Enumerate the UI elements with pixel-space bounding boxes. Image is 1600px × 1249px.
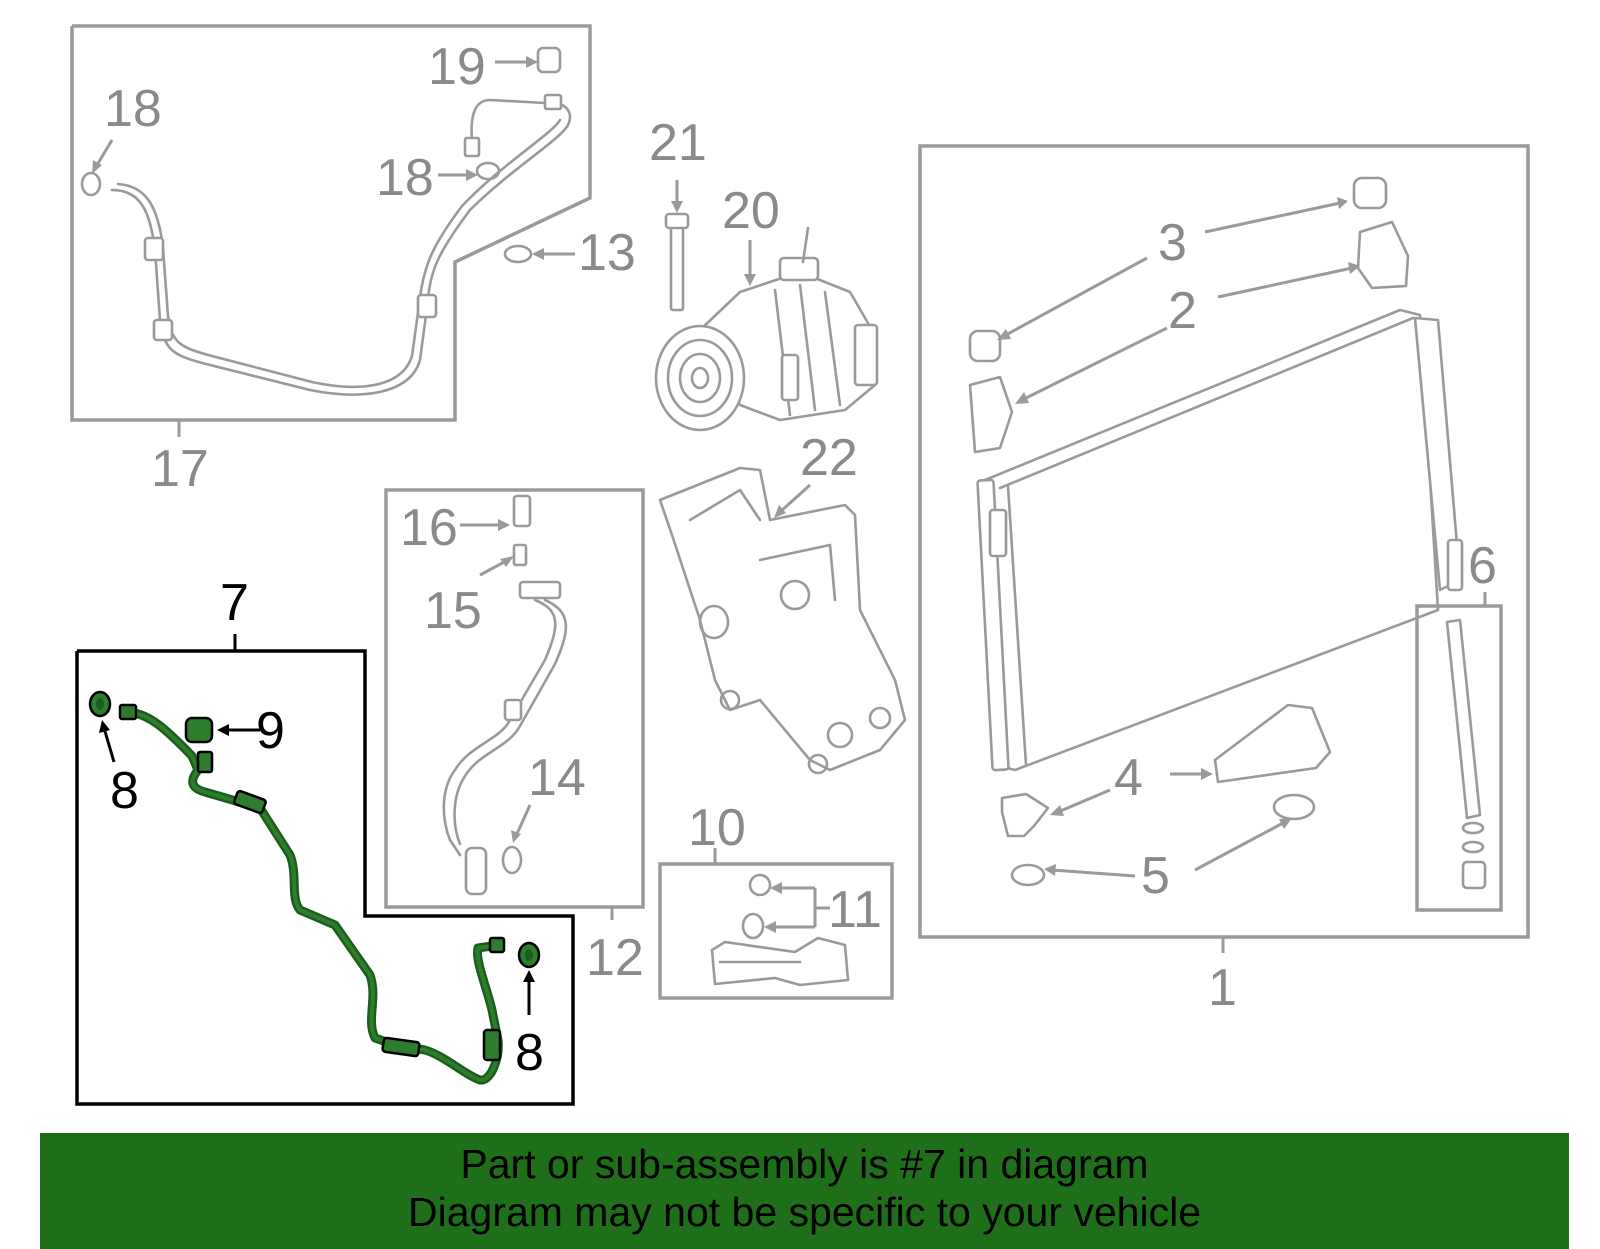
callout-3: 3 [1158,214,1187,272]
banner-line-2: Diagram may not be specific to your vehi… [407,1189,1201,1235]
callout-14: 14 [528,749,586,807]
group-17-discharge-hose: 18 18 19 13 17 [70,24,636,498]
hose-17 [110,101,572,396]
condenser-core [983,308,1440,772]
group-1-condenser: 1 3 2 4 5 [918,144,1530,1017]
callout-16: 16 [400,499,458,557]
callout-12: 12 [586,929,644,987]
callout-21: 21 [649,114,707,172]
group-6-drier: 6 [1415,537,1503,912]
callout-17: 17 [151,440,209,498]
callout-6: 6 [1468,537,1497,595]
o-ring-11b [741,912,765,940]
box-10 [658,862,894,1000]
insulator-5a [1010,863,1046,887]
liquid-line-7 [125,707,503,1085]
insulator-5b [1272,793,1316,821]
insulator-3b [1352,176,1388,210]
callout-2: 2 [1168,282,1197,340]
callout-19: 19 [428,38,486,96]
bolt-21 [669,222,685,312]
group-7-liquid-line: 7 8 9 8 [75,574,575,1106]
valve-15 [512,543,528,567]
bracket-4b [1213,703,1332,784]
bracket-22: 22 [658,429,907,775]
box-6 [1415,604,1503,912]
o-ring-11a [748,873,772,897]
o-ring-18b [475,161,501,181]
callout-8a: 8 [110,762,139,820]
callout-1: 1 [1208,959,1237,1017]
callout-4: 4 [1114,749,1143,807]
banner-line-1: Part or sub-assembly is #7 in diagram [460,1141,1149,1187]
o-ring-18a [80,171,102,197]
callout-22: 22 [800,429,858,487]
bracket-4a [1000,792,1050,838]
cap-16 [512,494,532,528]
callout-18a: 18 [104,80,162,138]
pipe-12 [442,598,557,857]
callout-8b: 8 [515,1024,544,1082]
group-12-suction-line: 16 15 14 12 [384,488,645,987]
cap-19 [536,46,562,74]
insulator-3a [968,329,1002,363]
callout-15: 15 [424,582,482,640]
bracket-2b [1356,220,1410,290]
group-10-mount: 11 10 [658,799,894,1000]
callout-9: 9 [256,702,285,760]
box-12 [384,488,645,909]
bracket-2a [968,375,1014,454]
box-7 [75,649,575,1106]
cap-9 [184,716,214,744]
callout-7: 7 [220,574,249,632]
o-ring-14 [501,845,523,875]
callout-20: 20 [722,182,780,240]
desiccant-tube [1445,618,1482,820]
box-17 [70,24,592,422]
info-banner: Part or sub-assembly is #7 in diagram Di… [40,1133,1569,1249]
callout-10: 10 [688,799,746,857]
o-ring-13 [503,244,533,264]
compressor-20: 21 20 [649,114,879,432]
callout-18b: 18 [376,149,434,207]
callout-5: 5 [1141,847,1170,905]
callout-11: 11 [828,881,882,939]
callout-13: 13 [578,224,636,282]
